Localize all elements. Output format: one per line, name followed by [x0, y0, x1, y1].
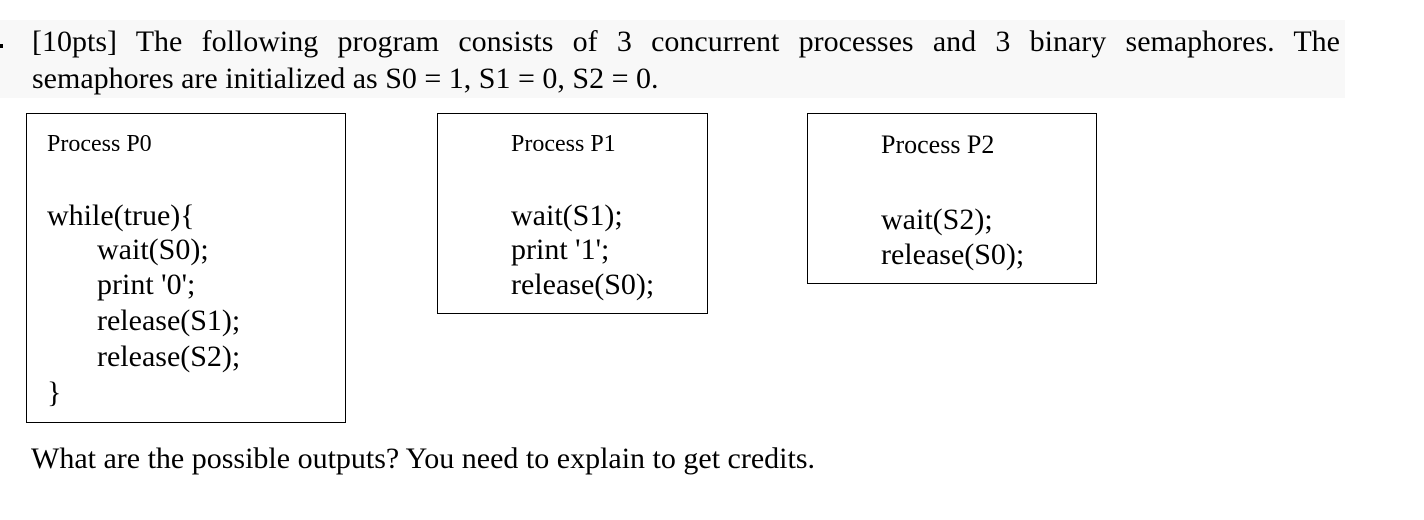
process-p1-code-line: print '1';	[511, 233, 610, 266]
process-p2-code-line: release(S0);	[881, 238, 1025, 271]
process-p0-code-line: }	[47, 376, 62, 409]
process-p0-code-line: wait(S0);	[97, 233, 209, 266]
question-text-line-1: [10pts] The following program consists o…	[32, 25, 1340, 58]
process-p0-code-line: release(S2);	[97, 340, 241, 373]
process-p0-code-line: while(true){	[47, 199, 195, 232]
process-p1-code-line: wait(S1);	[511, 199, 623, 232]
process-p1-box: Process P1 wait(S1); print '1'; release(…	[437, 113, 708, 314]
question-text-line-2: semaphores are initialized as S0 = 1, S1…	[32, 62, 659, 95]
process-p0-code-line: release(S1);	[97, 304, 241, 337]
process-p1-title: Process P1	[511, 131, 616, 157]
process-p0-title: Process P0	[47, 131, 152, 157]
process-p2-box: Process P2 wait(S2); release(S0);	[807, 113, 1097, 284]
process-p2-title: Process P2	[881, 130, 995, 159]
question-header	[0, 20, 1345, 98]
process-p2-code-line: wait(S2);	[881, 203, 993, 236]
list-marker	[0, 44, 3, 48]
process-p1-code-line: release(S0);	[511, 268, 655, 301]
process-p0-code-line: print '0';	[97, 268, 196, 301]
process-p0-box: Process P0 while(true){ wait(S0); print …	[26, 113, 346, 423]
footer-question: What are the possible outputs? You need …	[31, 442, 815, 475]
